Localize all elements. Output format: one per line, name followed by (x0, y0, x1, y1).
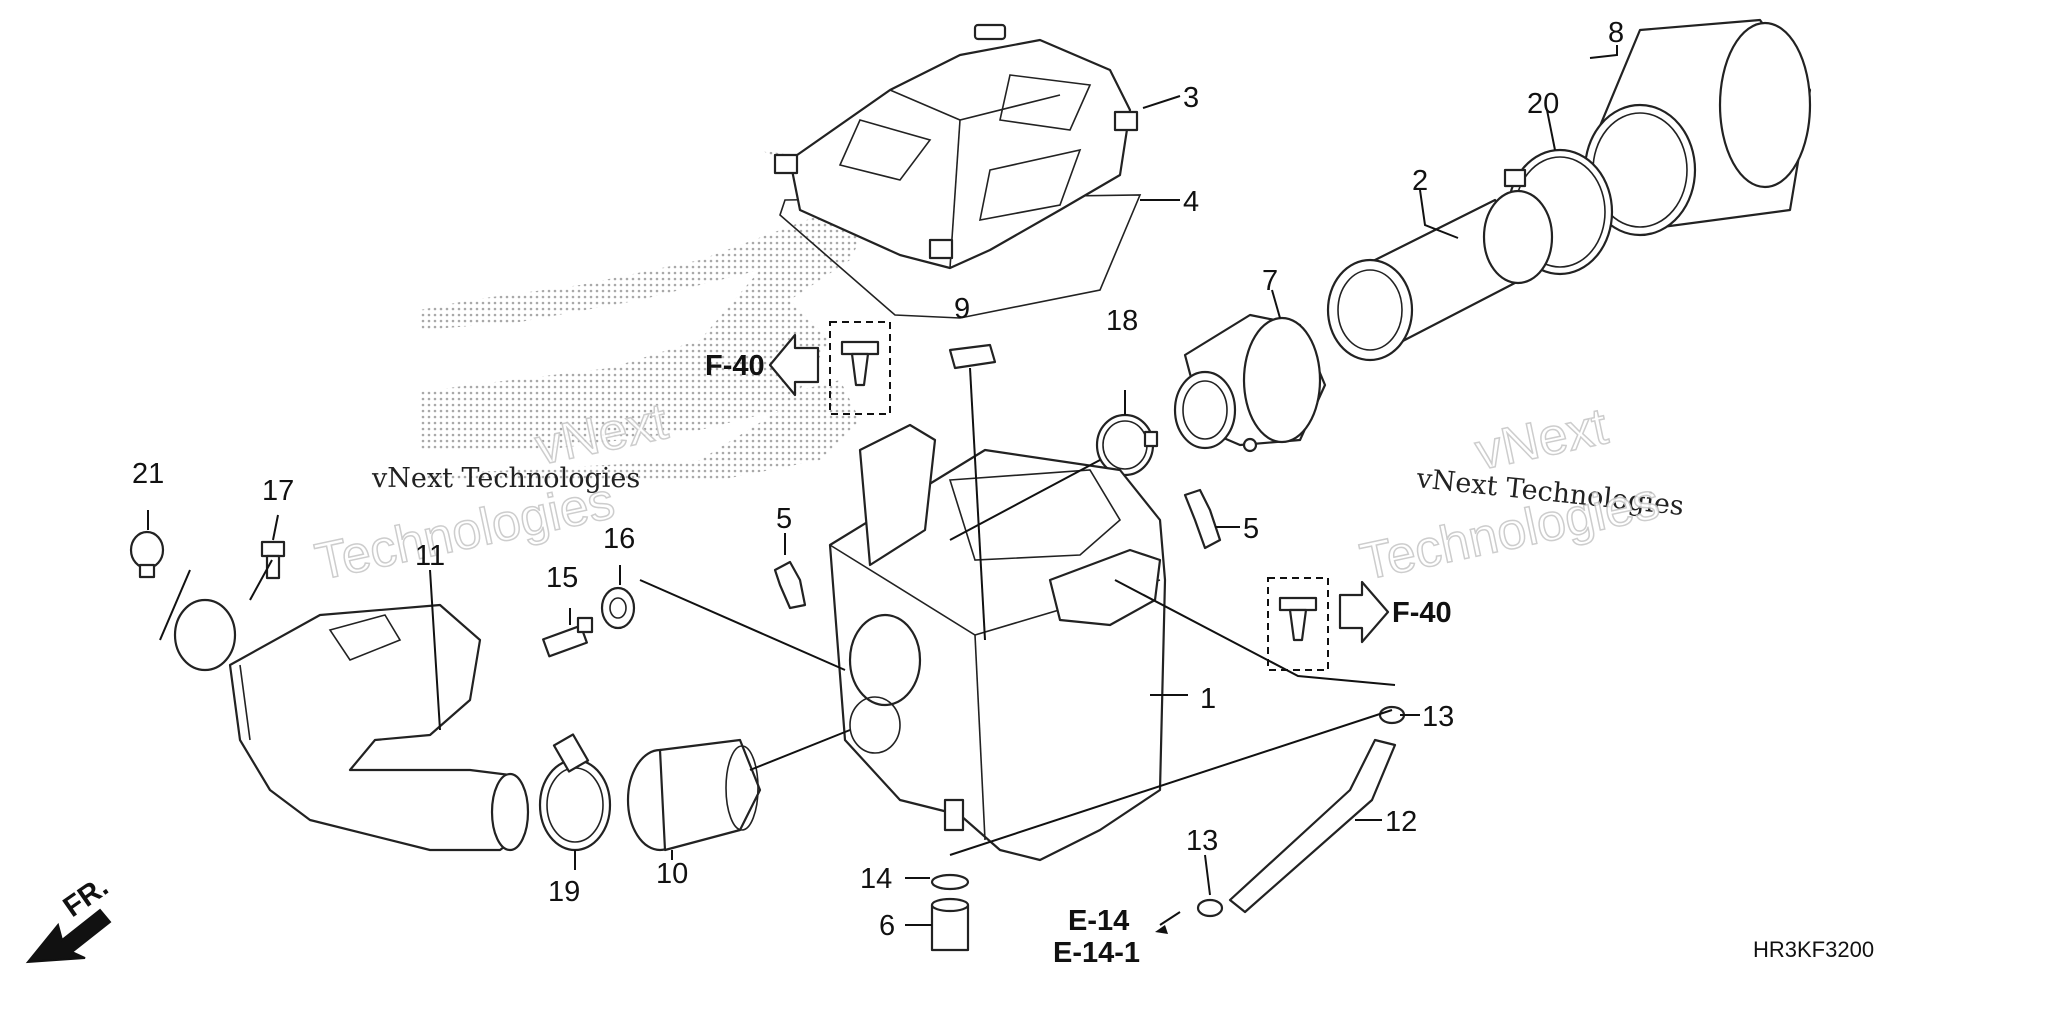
ref-e14[interactable]: E-14 (1068, 905, 1129, 937)
callout-21[interactable]: 21 (132, 458, 164, 490)
callout-5-left[interactable]: 5 (776, 503, 792, 535)
part-17-fitting (260, 540, 286, 580)
callout-8[interactable]: 8 (1608, 17, 1624, 49)
part-4-lid-gasket (779, 194, 1142, 319)
part-2-air-filter (1326, 189, 1554, 362)
callout-13-lower[interactable]: 13 (1186, 825, 1218, 857)
pushpin-clip-right (1267, 577, 1329, 671)
part-1-air-cleaner-case (828, 423, 1167, 862)
part-19-clamp (538, 733, 612, 852)
part-3-airbox-lid (773, 23, 1139, 270)
callout-1[interactable]: 1 (1200, 683, 1216, 715)
callout-12[interactable]: 12 (1385, 806, 1417, 838)
front-direction-arrow-icon (25, 908, 112, 964)
ref-f40-left[interactable]: F-40 (705, 350, 765, 382)
callout-6[interactable]: 6 (879, 910, 895, 942)
part-8-filter-cover (1583, 18, 1812, 237)
part-10-intake-boot (626, 738, 762, 852)
part-9-pad (948, 343, 997, 370)
callout-16[interactable]: 16 (603, 523, 635, 555)
leader-lines (147, 45, 1618, 926)
honda-wing-watermark-icon (420, 150, 880, 480)
part-15-sensor (542, 616, 594, 658)
callout-11[interactable]: 11 (415, 540, 445, 572)
part-21-clamp (129, 530, 165, 579)
callout-13-upper[interactable]: 13 (1422, 701, 1454, 733)
pushpin-clip-left (829, 321, 891, 415)
callout-14[interactable]: 14 (860, 863, 892, 895)
callout-3[interactable]: 3 (1183, 82, 1199, 114)
callout-5-right[interactable]: 5 (1243, 513, 1259, 545)
part-6-drain-cap (930, 897, 970, 952)
diagram-code: HR3KF3200 (1753, 937, 1874, 962)
reference-arrow-icon (768, 333, 1390, 934)
watermark-text-left: vNext Technologies (371, 463, 640, 494)
part-12-drain-hose (1228, 738, 1397, 914)
part-7-intake-boot (1173, 313, 1327, 453)
part-11-intake-duct (173, 598, 530, 852)
part-16-grommet (600, 586, 636, 630)
ref-f40-right[interactable]: F-40 (1392, 597, 1452, 629)
callout-19[interactable]: 19 (548, 876, 580, 908)
part-18-clamp (1095, 413, 1159, 477)
callout-20[interactable]: 20 (1527, 88, 1559, 120)
callout-4[interactable]: 4 (1183, 186, 1199, 218)
callout-2[interactable]: 2 (1412, 165, 1428, 197)
callout-15[interactable]: 15 (546, 562, 578, 594)
callout-7[interactable]: 7 (1262, 265, 1278, 297)
callout-9[interactable]: 9 (954, 293, 970, 325)
part-5-clip-left (773, 560, 807, 610)
callout-17[interactable]: 17 (262, 475, 294, 507)
callout-10[interactable]: 10 (656, 858, 688, 890)
part-14-o-ring (930, 873, 970, 891)
callout-18[interactable]: 18 (1106, 305, 1138, 337)
ref-e14-1[interactable]: E-14-1 (1053, 937, 1140, 969)
part-5-clip-right (1183, 488, 1222, 550)
part-13-clip-lower (1196, 898, 1224, 918)
watermark-big-vnext-right: vNext (1470, 397, 1613, 481)
